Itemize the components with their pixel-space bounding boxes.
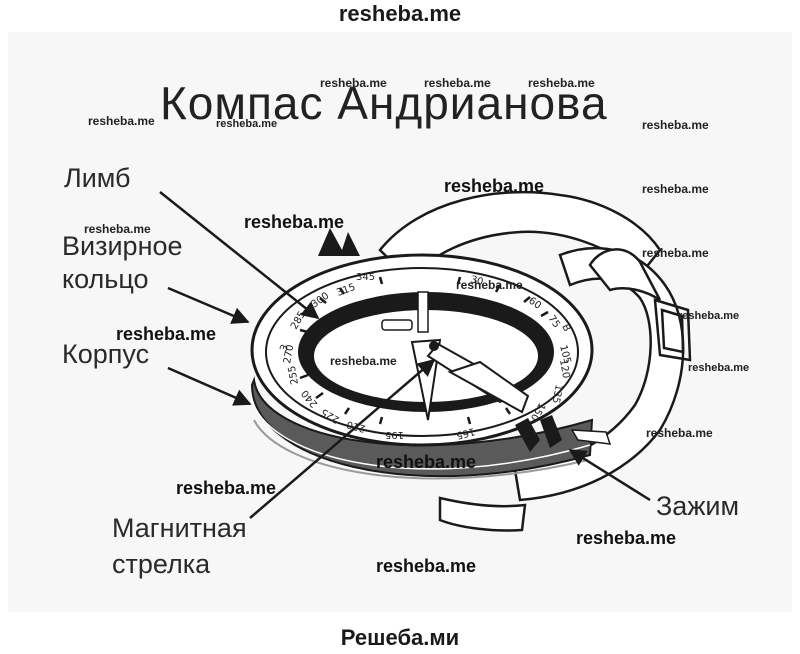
watermark: resheba.me [444, 176, 545, 196]
watermark: resheba.me [376, 452, 477, 472]
watermark: resheba.me [678, 310, 740, 322]
body-leader [167, 366, 252, 406]
label-needle-line2: стрелка [112, 549, 211, 579]
watermark: resheba.me [330, 354, 397, 368]
watermark: resheba.me [456, 278, 523, 292]
watermark: resheba.me [244, 212, 345, 232]
needle-leader [249, 358, 436, 519]
clamp-leader [568, 448, 651, 502]
limb-leader [159, 191, 320, 320]
dial-number: 270 [282, 344, 296, 365]
label-limb: Лимб [64, 163, 131, 193]
watermark: resheba.me [646, 426, 713, 440]
watermark: resheba.me [116, 324, 217, 344]
label-body: Корпус [62, 339, 150, 369]
label-sighting-ring-line2: кольцо [62, 264, 149, 294]
dial-number: 195 [385, 429, 404, 440]
watermark: resheba.me [528, 76, 595, 90]
strap [378, 190, 692, 532]
watermark: resheba.me [642, 118, 709, 132]
site-footer: Решеба.ми [340, 625, 460, 650]
watermark: resheba.me [320, 76, 387, 90]
diagram-title: Компас Андрианова [160, 77, 608, 129]
dial-letter: З [278, 343, 291, 353]
label-needle-line1: Магнитная [112, 513, 247, 543]
dial-number: 345 [356, 272, 375, 283]
dial-number: 105 [557, 344, 573, 365]
compass-body-band [250, 376, 594, 480]
label-clamp: Зажим [656, 491, 740, 521]
dial-letter: В [559, 323, 572, 334]
watermark: resheba.me [216, 118, 278, 130]
site-header: resheba.me [338, 1, 462, 26]
dial-number: 165 [455, 425, 476, 441]
watermark: resheba.me [576, 528, 677, 548]
sighting-ring-leader [167, 286, 250, 324]
watermark: resheba.me [84, 222, 151, 236]
leader-lines [159, 191, 651, 519]
dial-number: 120 [557, 359, 571, 380]
watermark: resheba.me [688, 362, 750, 374]
watermark: resheba.me [376, 556, 477, 576]
watermark: resheba.me [176, 478, 277, 498]
watermark: resheba.me [424, 76, 491, 90]
dial-number: 135 [550, 383, 564, 404]
dial-number: 255 [287, 365, 301, 386]
dial-number: 30 [469, 274, 484, 288]
watermark: resheba.me [642, 182, 709, 196]
sighting-pin [318, 228, 360, 256]
clamp-lever [447, 360, 612, 452]
label-sighting-ring-line1: Визирное [62, 231, 183, 261]
watermark: resheba.me [642, 246, 709, 260]
sighting-slot [381, 291, 429, 333]
watermark: resheba.me [88, 114, 155, 128]
limb-ticks [299, 276, 549, 425]
